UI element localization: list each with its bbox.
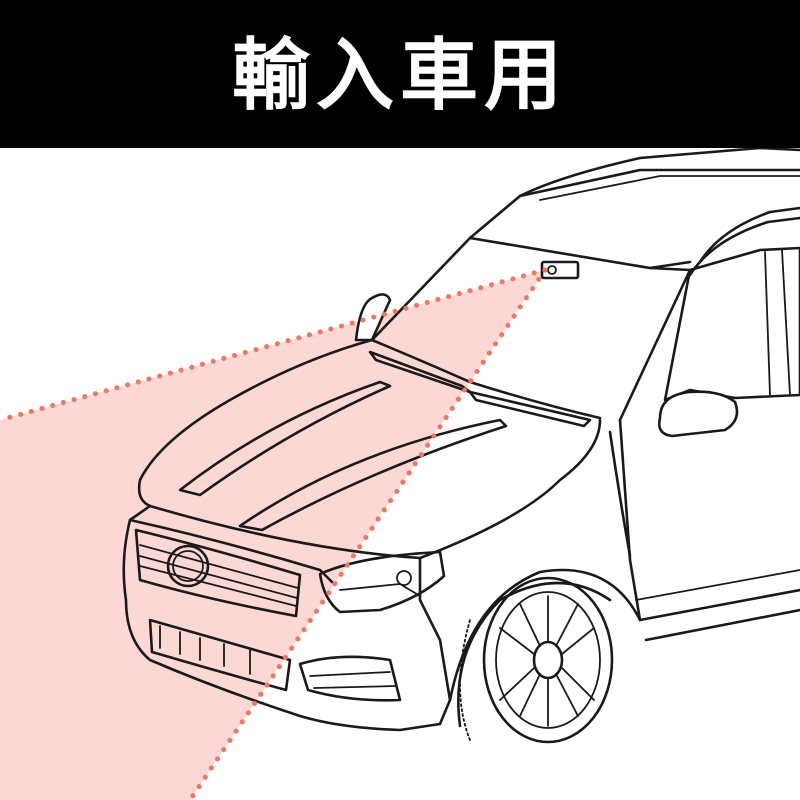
camera-view-cone	[0, 270, 545, 800]
side-body	[618, 418, 800, 622]
roof-rail	[698, 206, 800, 264]
front-wheel	[448, 568, 642, 744]
side-mirror-right	[657, 390, 739, 438]
hood	[137, 338, 602, 560]
headlight	[318, 550, 446, 614]
lower-intake	[148, 618, 402, 702]
windshield-camera	[540, 260, 580, 280]
car-roof	[468, 148, 800, 240]
camera-view-line-lower	[187, 267, 548, 800]
car-illustration	[0, 148, 800, 800]
front-grille	[134, 528, 302, 618]
title-banner: 輸入車用	[0, 0, 800, 148]
front-bumper	[122, 504, 452, 732]
banner-title: 輸入車用	[231, 31, 568, 121]
